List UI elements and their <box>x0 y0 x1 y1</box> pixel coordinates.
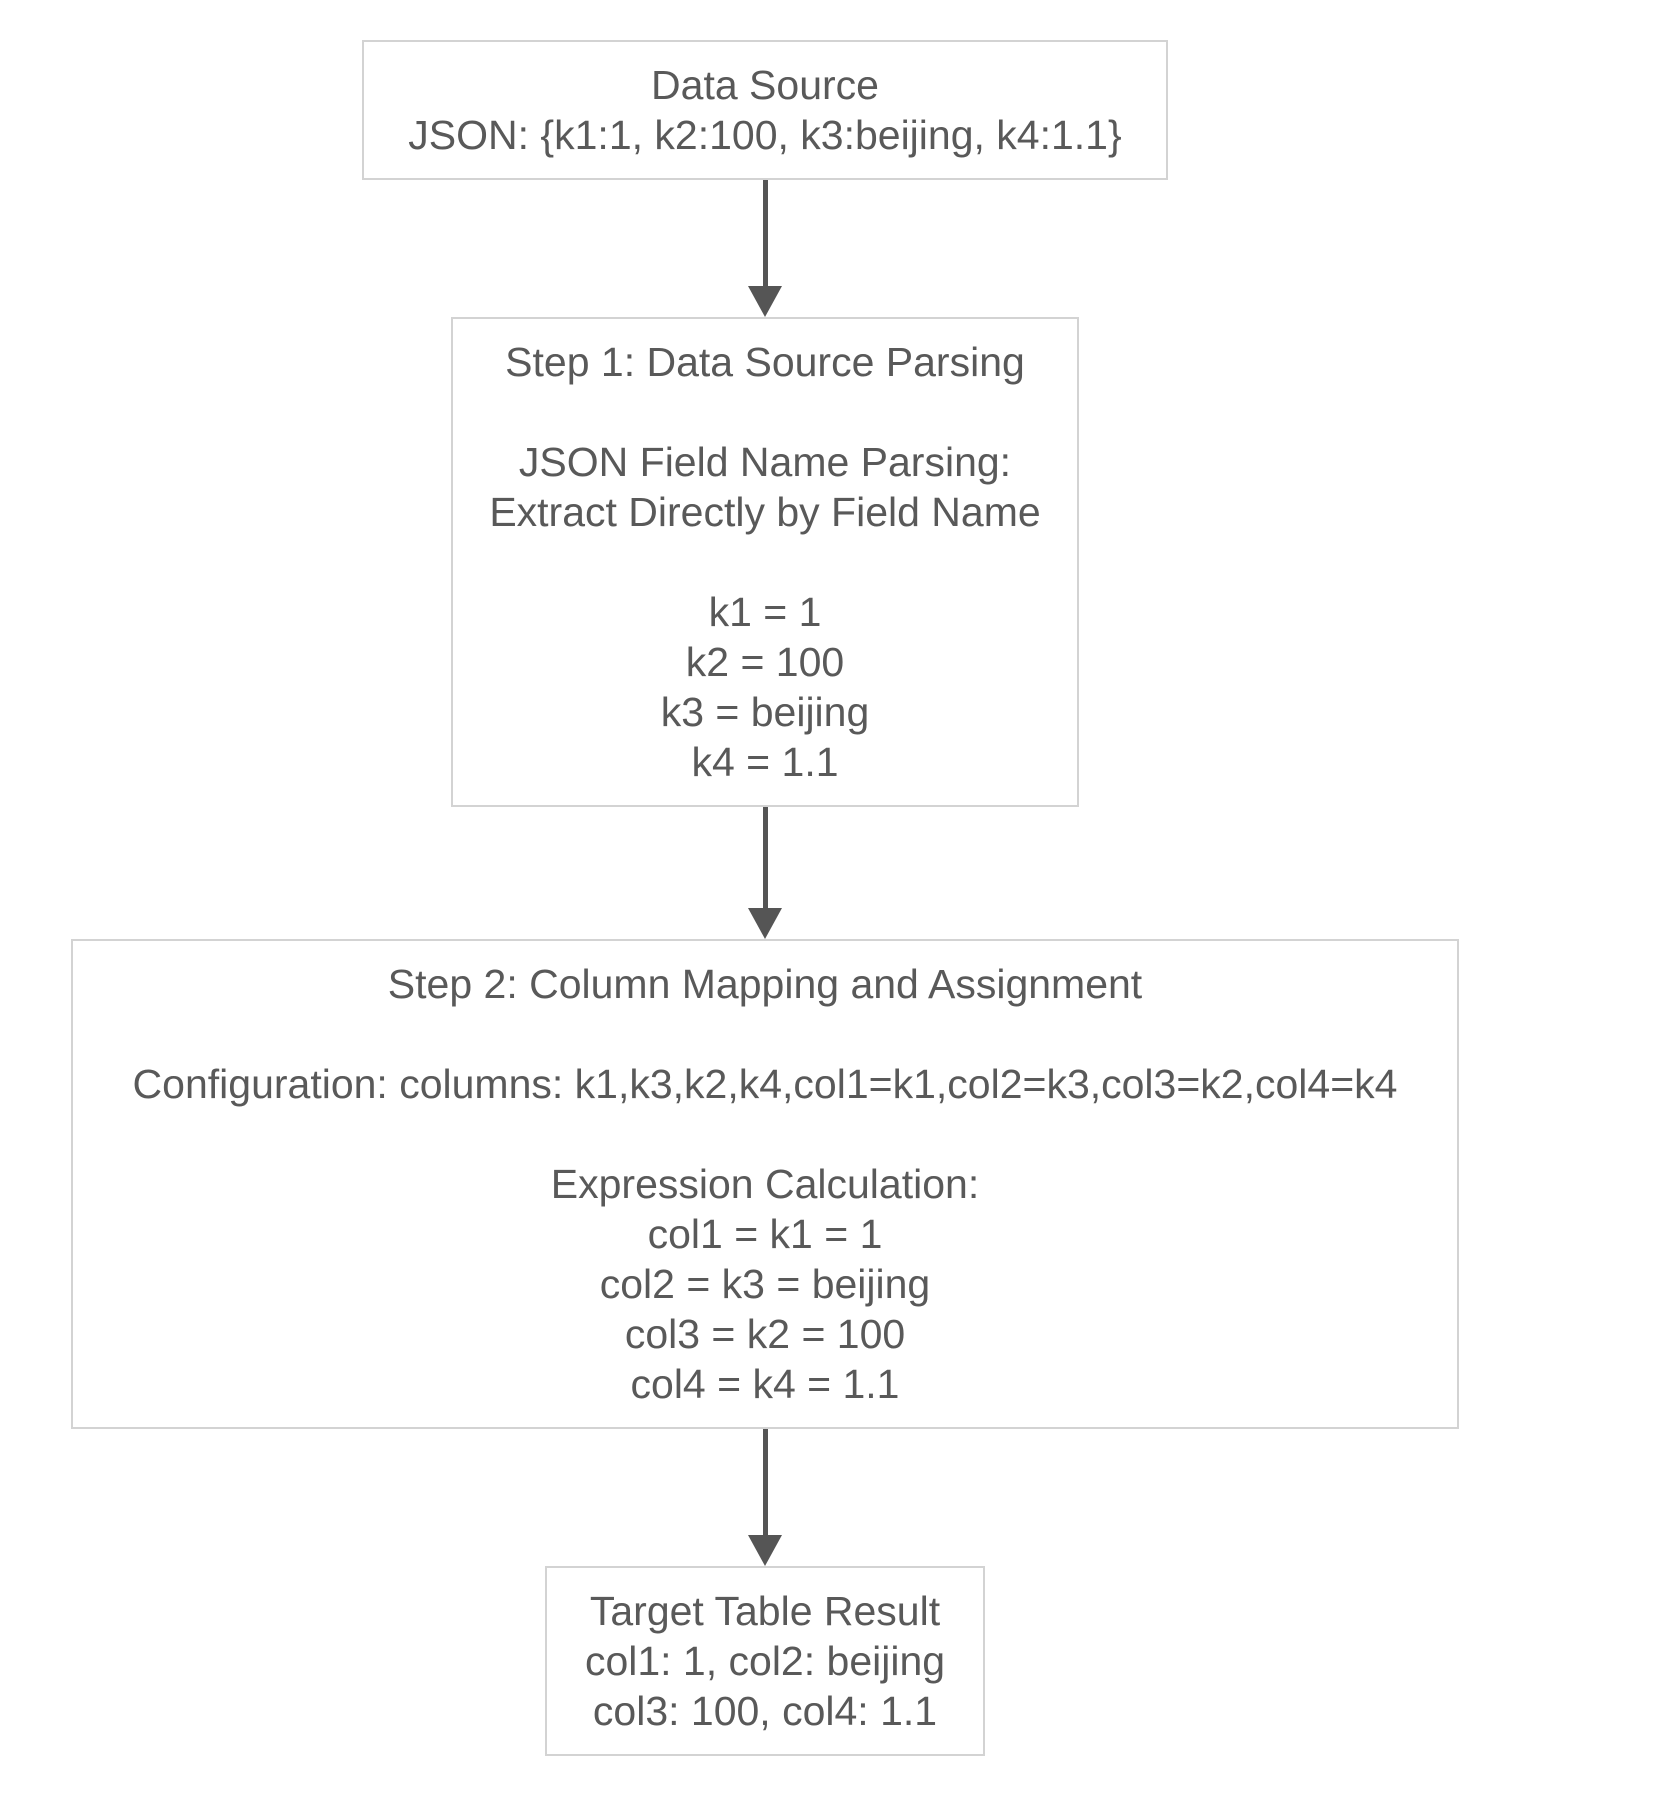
node-line: k2 = 100 <box>685 639 845 685</box>
arrow-shaft <box>762 807 768 908</box>
node-line: col4 = k4 = 1.1 <box>630 1361 900 1407</box>
node-line: col1 = k1 = 1 <box>647 1211 883 1257</box>
node-line: Data Source <box>651 62 879 108</box>
node-line: Step 1: Data Source Parsing <box>505 339 1025 385</box>
node-line: col3 = k2 = 100 <box>624 1311 906 1357</box>
node-target-table-result: Target Table Result col1: 1, col2: beiji… <box>545 1566 985 1756</box>
arrow-down-icon <box>748 908 782 939</box>
node-line: Step 2: Column Mapping and Assignment <box>387 961 1143 1007</box>
node-line: Configuration: columns: k1,k3,k2,k4,col1… <box>132 1061 1398 1107</box>
node-line <box>81 1109 1449 1159</box>
flow-arrow-1 <box>748 180 782 317</box>
node-line: Expression Calculation: <box>550 1161 980 1207</box>
node-line <box>461 537 1069 587</box>
arrow-down-icon <box>748 1535 782 1566</box>
node-data-source: Data Source JSON: {k1:1, k2:100, k3:beij… <box>362 40 1168 180</box>
etl-flowchart: Data Source JSON: {k1:1, k2:100, k3:beij… <box>71 40 1459 1756</box>
flow-arrow-3 <box>748 1429 782 1566</box>
node-line: col3: 100, col4: 1.1 <box>592 1688 938 1734</box>
node-line: k1 = 1 <box>708 589 822 635</box>
arrow-shaft <box>762 180 768 286</box>
node-step-2-column-mapping: Step 2: Column Mapping and Assignment Co… <box>71 939 1459 1429</box>
arrow-shaft <box>762 1429 768 1535</box>
node-line: Target Table Result <box>589 1588 941 1634</box>
node-line: JSON Field Name Parsing: <box>518 439 1012 485</box>
node-line: col2 = k3 = beijing <box>599 1261 931 1307</box>
arrow-down-icon <box>748 286 782 317</box>
node-line <box>461 387 1069 437</box>
node-line: col1: 1, col2: beijing <box>584 1638 946 1684</box>
node-line: k4 = 1.1 <box>691 739 839 785</box>
node-line: JSON: {k1:1, k2:100, k3:beijing, k4:1.1} <box>408 112 1122 158</box>
node-line: k3 = beijing <box>660 689 870 735</box>
node-step-1-parsing: Step 1: Data Source Parsing JSON Field N… <box>451 317 1079 807</box>
node-line <box>81 1009 1449 1059</box>
node-line: Extract Directly by Field Name <box>489 489 1041 535</box>
flow-arrow-2 <box>748 807 782 939</box>
